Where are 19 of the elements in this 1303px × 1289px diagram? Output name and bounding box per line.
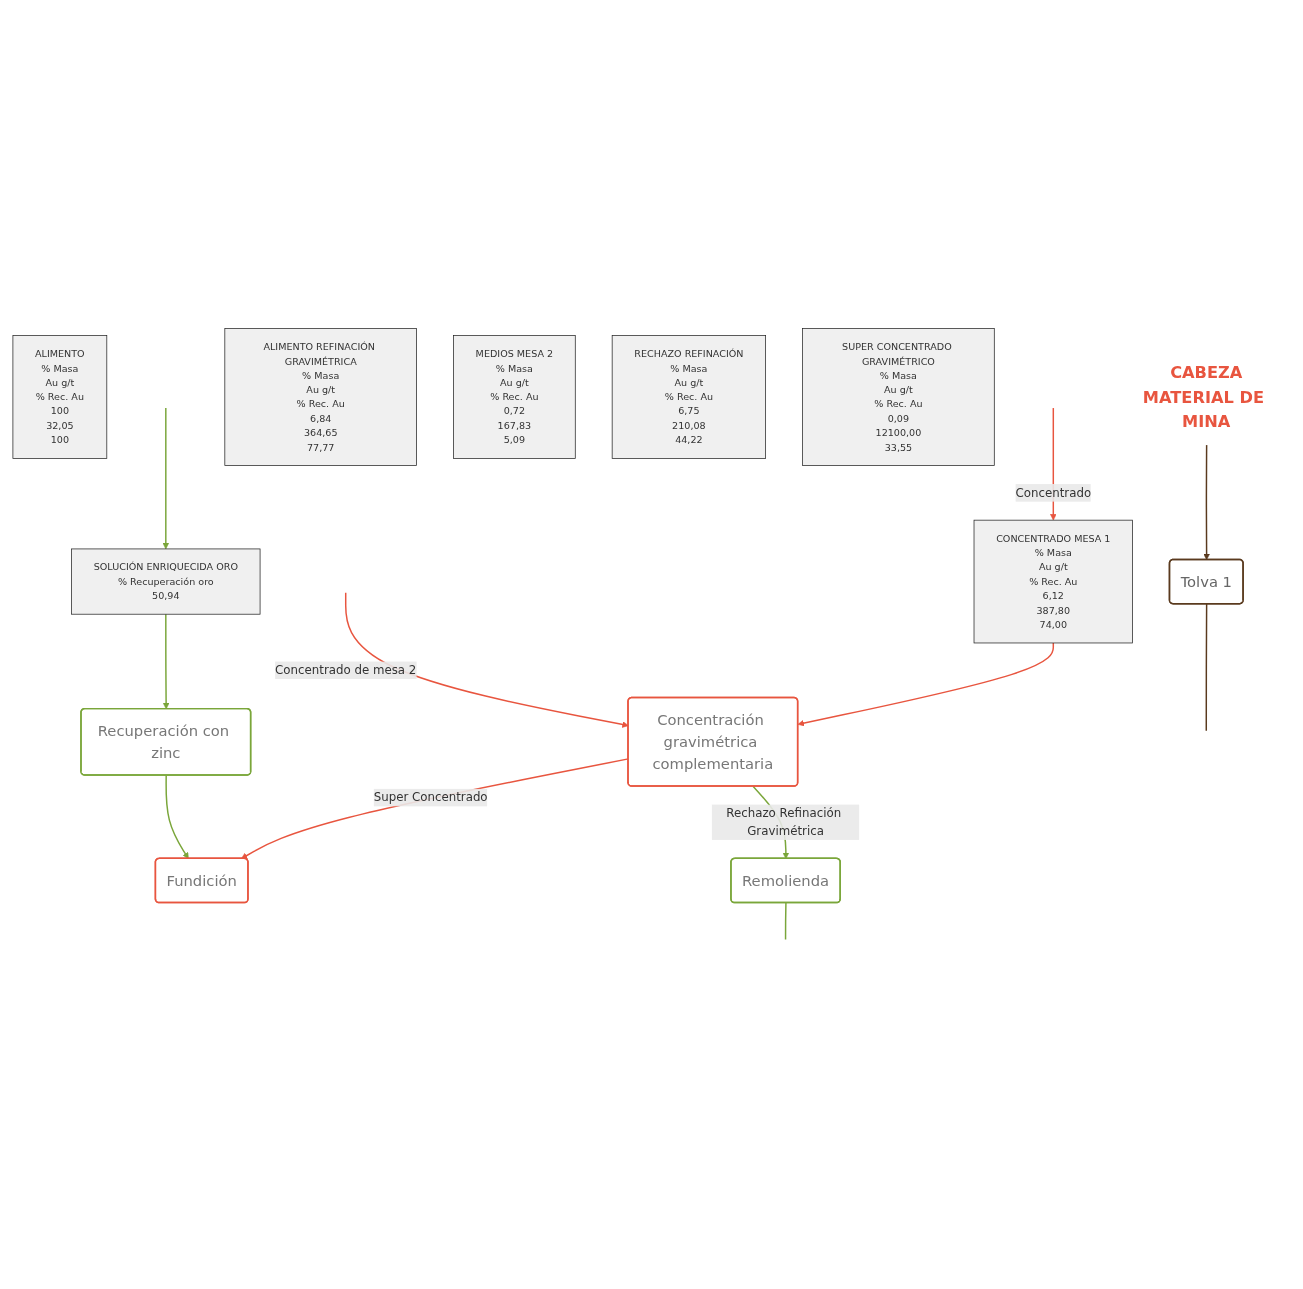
- edge-label: Concentrado de mesa 2: [274, 662, 416, 677]
- node-box: CONCENTRADO MESA 1 % Masa Au g/t % Rec. Au 6,12 387,80 74,00: [973, 519, 1133, 643]
- connector: [1205, 602, 1207, 731]
- edge-label: Super Concentrado: [373, 789, 488, 804]
- node-box: RECHAZO REFINACIÓN % Masa Au g/t % Rec. Au 6,75 210,08 44,22: [611, 334, 766, 459]
- arrow: [797, 641, 1054, 726]
- arrow: [1202, 443, 1210, 560]
- arrow: [162, 406, 169, 549]
- connector: [784, 901, 787, 940]
- node-text: CABEZA MATERIAL DE MINA: [1142, 362, 1264, 431]
- arrow: [162, 612, 169, 709]
- node-box: ALIMENTO REFINACIÓN GRAVIMÉTRICA % Masa Au g/t % Rec. Au 6,84 364,65 77,77: [223, 327, 417, 466]
- edge-label: Concentrado: [1015, 484, 1091, 500]
- arrow: [164, 774, 189, 859]
- node-box: ALIMENTO % Masa Au g/t % Rec. Au 100 32,05 100: [12, 334, 107, 459]
- node-box: SOLUCIÓN ENRIQUECIDA ORO % Recuperación oro 50,94: [70, 548, 260, 615]
- node-box: SUPER CONCENTRADO GRAVIMÉTRICO % Masa Au g/t % Rec. Au 0,09 12100,00 33,55: [801, 327, 995, 466]
- node-box: MEDIOS MESA 2 % Masa Au g/t % Rec. Au 0,72 167,83 5,09: [452, 334, 576, 459]
- edge-label: Rechazo Refinación Gravimétrica: [725, 805, 841, 838]
